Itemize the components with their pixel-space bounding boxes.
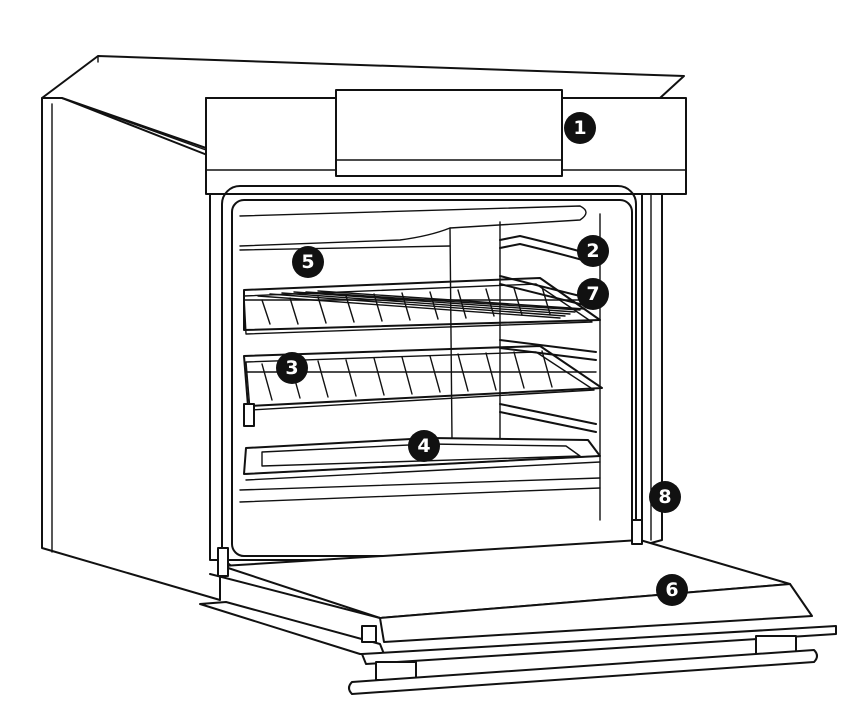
wire-rack-lower <box>243 345 603 427</box>
callout-3-label: 3 <box>285 357 298 379</box>
callout-7-badge <box>577 278 609 310</box>
callout-2-badge <box>577 235 609 267</box>
callout-4: 4 <box>408 430 440 462</box>
callout-1-label: 1 <box>573 117 586 139</box>
callout-8-label: 8 <box>658 486 671 508</box>
oven-door <box>199 519 837 695</box>
callout-5: 5 <box>292 246 324 278</box>
callout-6-badge <box>656 574 688 606</box>
wire-rack-upper <box>243 277 601 335</box>
callout-7: 7 <box>577 278 609 310</box>
control-panel <box>205 89 687 195</box>
oven-front-frame <box>209 185 643 569</box>
callout-1: 1 <box>564 112 596 144</box>
callout-2: 2 <box>577 235 609 267</box>
callout-8-badge <box>649 481 681 513</box>
callout-3-badge <box>276 352 308 384</box>
callout-8: 8 <box>649 481 681 513</box>
callout-5-label: 5 <box>301 251 314 273</box>
callout-5-badge <box>292 246 324 278</box>
callout-6: 6 <box>656 574 688 606</box>
callout-2-label: 2 <box>586 240 599 262</box>
callout-3: 3 <box>276 352 308 384</box>
callout-4-label: 4 <box>417 435 430 457</box>
callout-7-label: 7 <box>586 283 599 305</box>
callout-1-badge <box>564 112 596 144</box>
callout-4-badge <box>408 430 440 462</box>
callout-6-label: 6 <box>665 579 678 601</box>
